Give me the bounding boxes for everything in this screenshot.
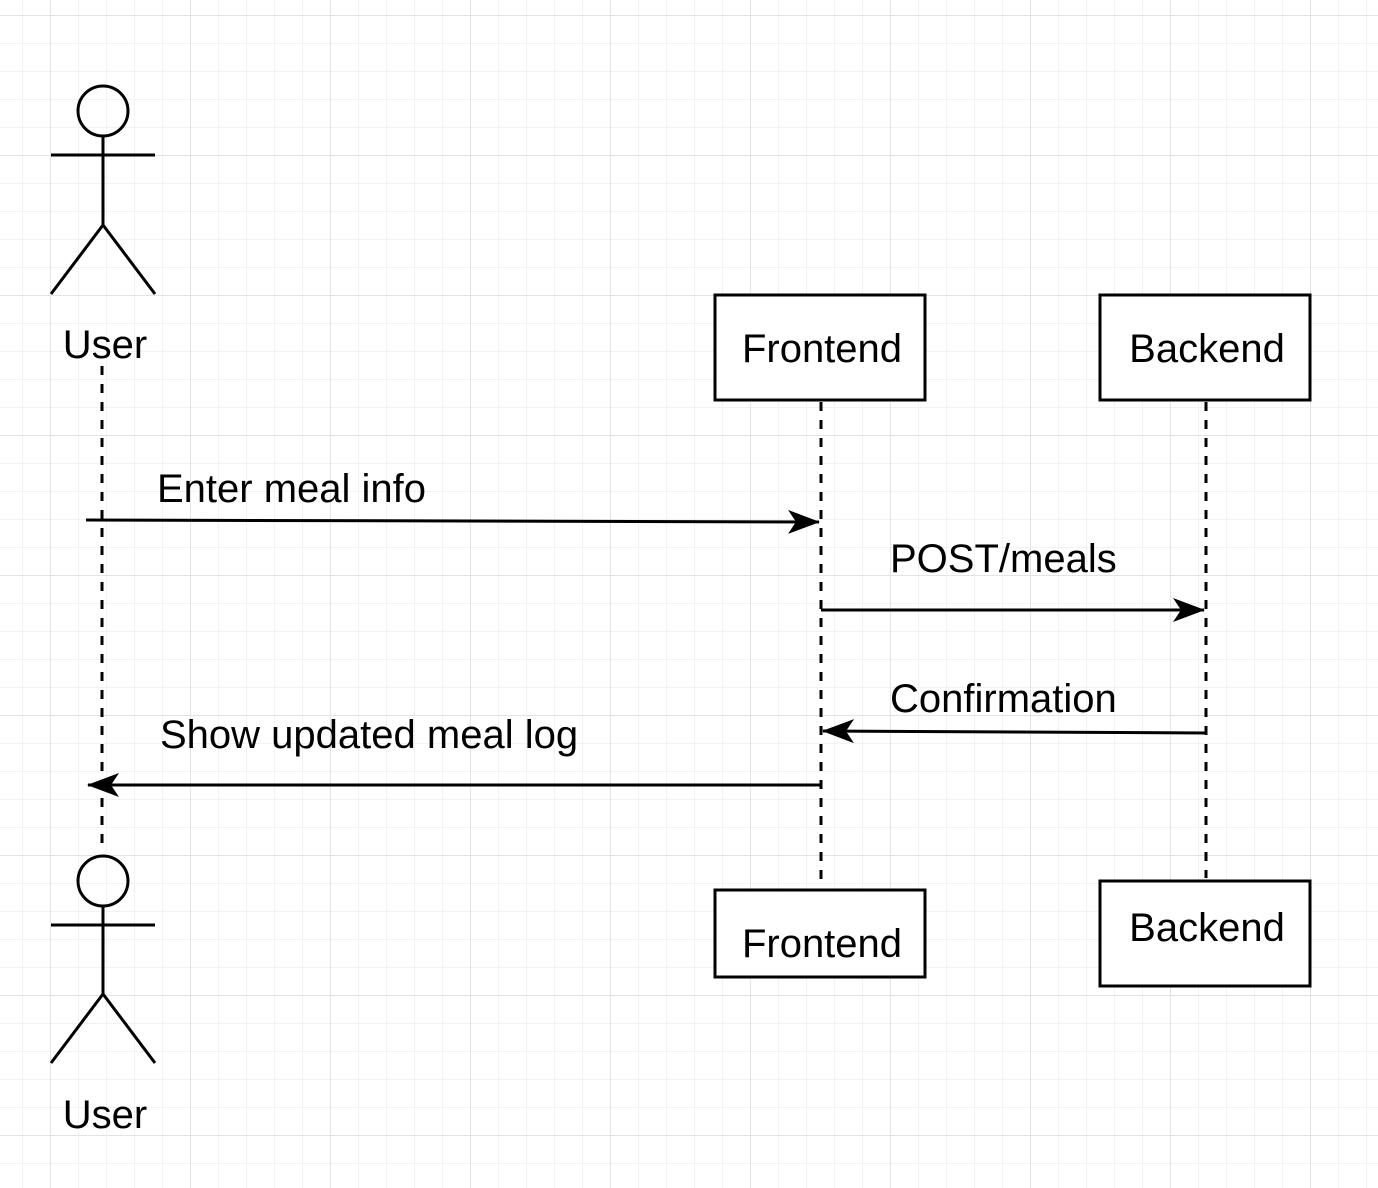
message-arrow [822, 719, 1207, 744]
frontend-box-top[interactable]: Frontend [713, 293, 927, 402]
backend-box-bottom[interactable]: Backend [1098, 879, 1312, 988]
message-enter-meal-info[interactable]: Enter meal info [85, 467, 820, 534]
message-post-meals[interactable]: POST/meals [821, 537, 1205, 622]
message-label: Show updated meal log [160, 713, 578, 757]
message-label: Confirmation [890, 677, 1117, 721]
message-arrow [85, 509, 820, 534]
frontend-box-bottom[interactable]: Frontend [713, 888, 927, 979]
user-label-bottom: User [63, 1093, 147, 1137]
message-label: POST/meals [890, 537, 1117, 581]
message-label: Enter meal info [157, 467, 426, 511]
user-actor-bottom: User [49, 854, 157, 1137]
message-confirmation[interactable]: Confirmation [822, 677, 1207, 744]
user-label-top: User [63, 323, 147, 367]
user-actor-top: User [49, 84, 157, 367]
message-show-updated-meal-log[interactable]: Show updated meal log [87, 713, 821, 797]
backend-box-top[interactable]: Backend [1098, 293, 1312, 402]
actor-icon [49, 84, 157, 295]
backend-label-bottom: Backend [1129, 906, 1285, 950]
frontend-label-bottom: Frontend [742, 922, 902, 966]
frontend-label-top: Frontend [742, 327, 902, 371]
actor-icon [49, 854, 157, 1064]
backend-label-top: Backend [1129, 327, 1285, 371]
